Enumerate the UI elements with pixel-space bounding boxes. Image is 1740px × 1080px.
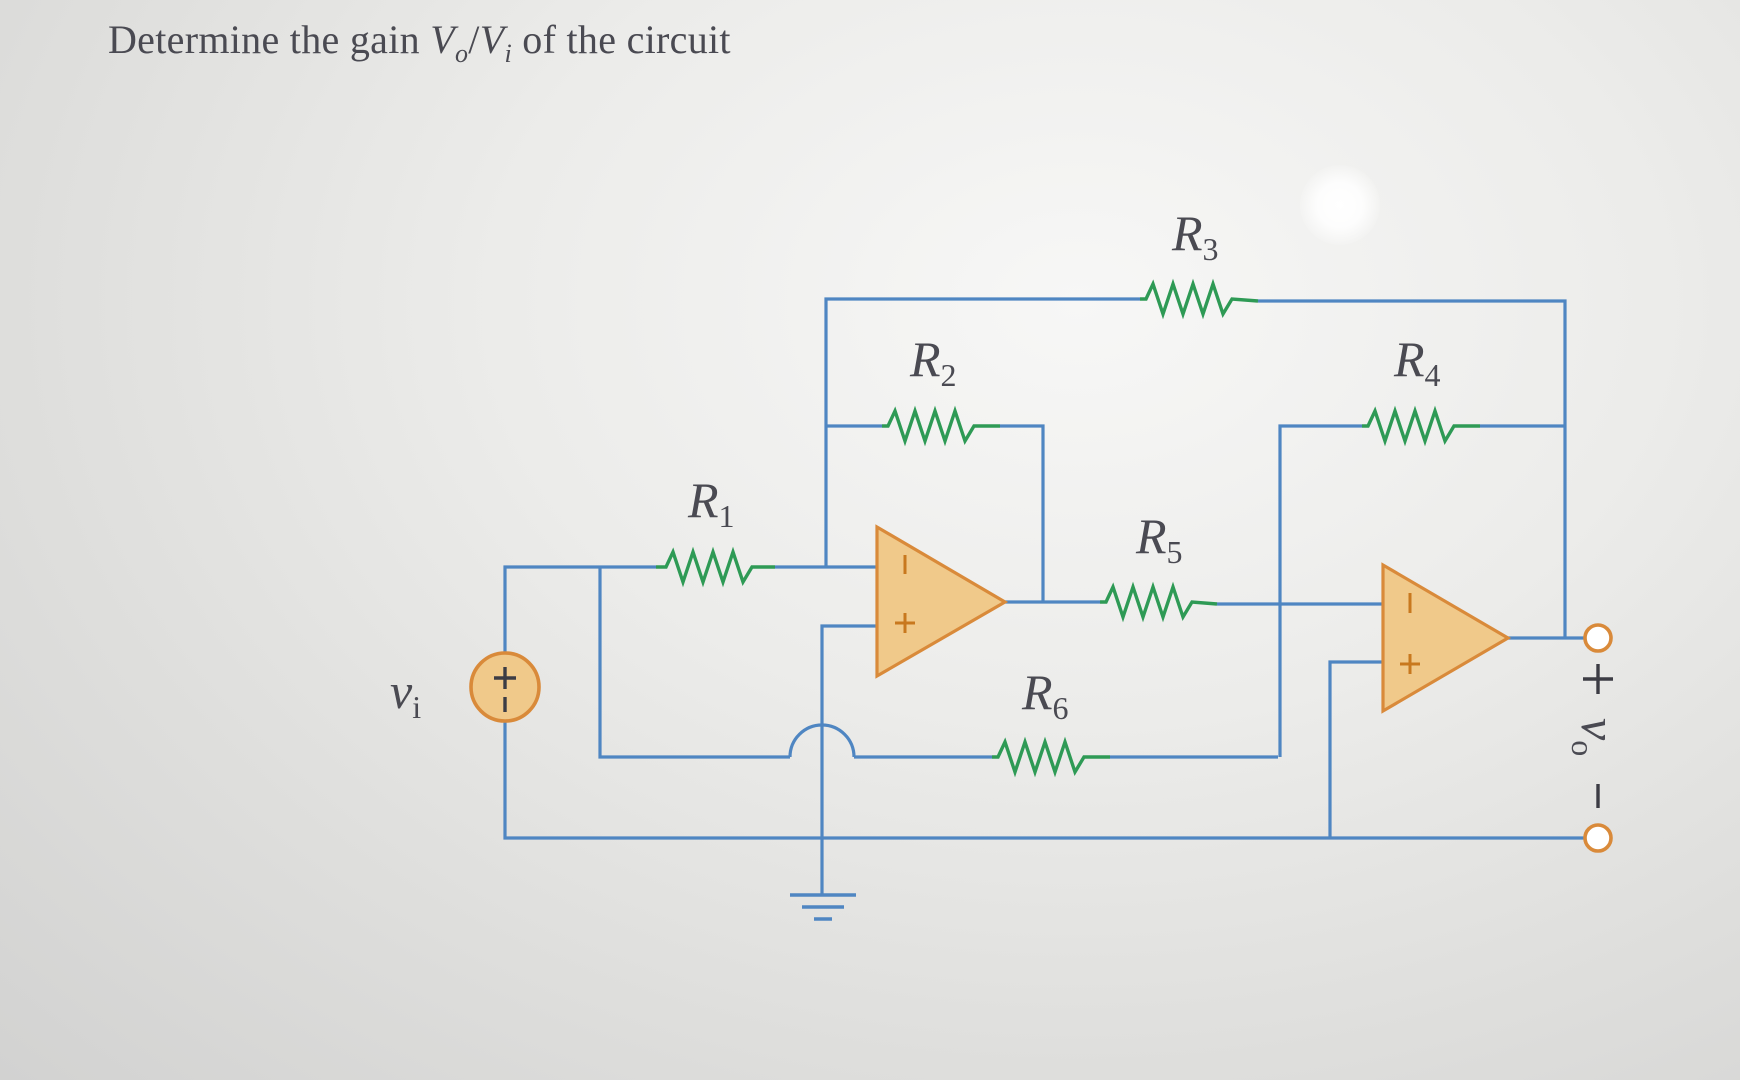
wire-bottom-rail bbox=[503, 712, 1585, 840]
label-source-vi: vi bbox=[390, 663, 421, 725]
resistor-r1 bbox=[656, 546, 775, 588]
opamp-1 bbox=[875, 524, 1009, 679]
opamp-2 bbox=[1381, 562, 1512, 714]
gain-denominator: Vi bbox=[479, 17, 512, 68]
gain-slash: / bbox=[468, 17, 480, 62]
screen-glare bbox=[1300, 165, 1380, 245]
output-plus-mark bbox=[1583, 664, 1613, 694]
resistor-r5 bbox=[1100, 581, 1218, 623]
voltage-source bbox=[469, 651, 541, 723]
wire-r3-to-output bbox=[1258, 299, 1567, 639]
label-r6: R6 bbox=[1021, 664, 1069, 726]
label-r4: R4 bbox=[1393, 331, 1441, 393]
label-r1: R1 bbox=[687, 472, 735, 534]
wires bbox=[503, 297, 1585, 895]
wire-nodeA-down bbox=[598, 567, 790, 759]
wire-inv-node-vertical bbox=[824, 297, 1140, 567]
label-r3: R3 bbox=[1171, 205, 1219, 267]
wire-source-top bbox=[503, 565, 656, 662]
problem-statement: Determine the gain Vo/Vi of the circuit bbox=[108, 16, 731, 69]
wire-r2-right-down bbox=[1000, 424, 1045, 602]
wire-r4-left-down bbox=[1278, 424, 1362, 757]
label-r2: R2 bbox=[909, 331, 957, 393]
label-output-vo: vo bbox=[1565, 718, 1627, 756]
resistor-r4 bbox=[1362, 405, 1480, 447]
output-terminal-negative bbox=[1583, 823, 1613, 853]
problem-prefix: Determine the gain bbox=[108, 17, 431, 62]
resistor-r3 bbox=[1140, 278, 1259, 320]
gain-numerator: Vo bbox=[430, 17, 469, 68]
resistor-r2 bbox=[882, 405, 1000, 447]
output-terminal-positive bbox=[1583, 623, 1613, 653]
ground-symbol bbox=[790, 893, 856, 921]
problem-suffix: of the circuit bbox=[511, 17, 731, 62]
wire-ground-vertical bbox=[820, 624, 877, 895]
resistor-r6 bbox=[992, 736, 1110, 778]
wire-op2-noninv bbox=[1328, 660, 1383, 838]
svg-text:vo: vo bbox=[1565, 718, 1627, 756]
label-r5: R5 bbox=[1135, 508, 1183, 570]
